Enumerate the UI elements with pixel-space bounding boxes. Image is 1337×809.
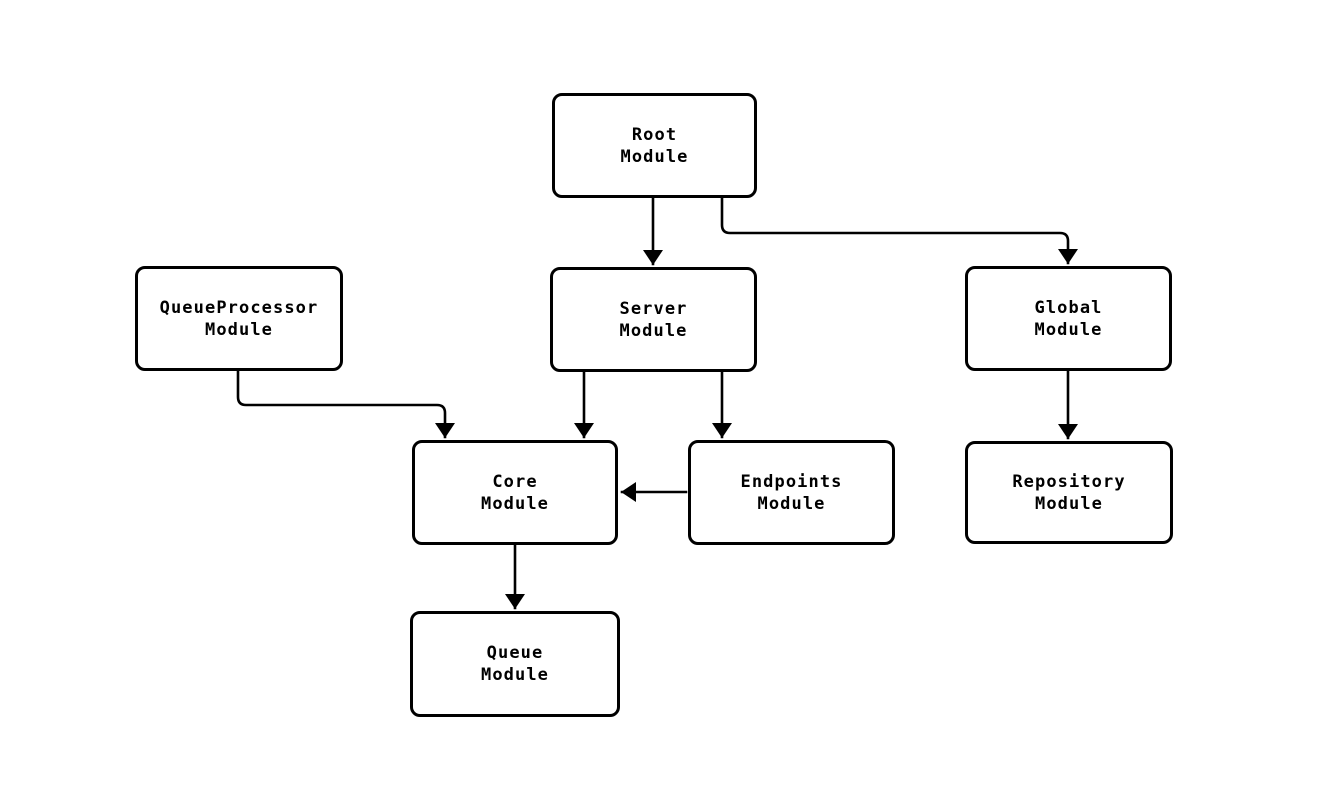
edge-queueprocessor-to-core — [236, 370, 455, 439]
node-root-module: Root Module — [552, 93, 757, 198]
node-global-module: Global Module — [965, 266, 1172, 371]
node-label-line: Core — [492, 471, 538, 492]
node-server-module: Server Module — [550, 267, 757, 372]
edges-group — [236, 197, 1078, 610]
node-label-line: Server — [619, 298, 688, 319]
node-label-line: Global — [1034, 297, 1103, 318]
node-endpoints-module: Endpoints Module — [688, 440, 895, 545]
edge-root-to-global — [720, 197, 1078, 265]
node-label-line: Endpoints — [740, 471, 843, 492]
node-label-line: Module — [620, 146, 689, 167]
node-label-line: Root — [631, 124, 678, 145]
node-label-line: Module — [757, 493, 826, 514]
node-label-line: QueueProcessor — [159, 297, 319, 318]
node-label-line: Queue — [486, 643, 544, 663]
node-queueprocessor-module: QueueProcessor Module — [135, 266, 343, 371]
node-label-line: Module — [480, 665, 549, 685]
node-queue-module: Queue Module — [410, 611, 620, 717]
node-label-line: Module — [1034, 319, 1103, 340]
node-label-line: Repository — [1012, 471, 1126, 492]
node-core-module: Core Module — [412, 440, 618, 545]
node-label-line: Module — [204, 319, 273, 340]
node-label-line: Module — [480, 493, 549, 514]
node-label-line: Module — [619, 320, 688, 341]
node-label-line: Module — [1034, 493, 1103, 514]
node-repository-module: Repository Module — [965, 441, 1173, 544]
